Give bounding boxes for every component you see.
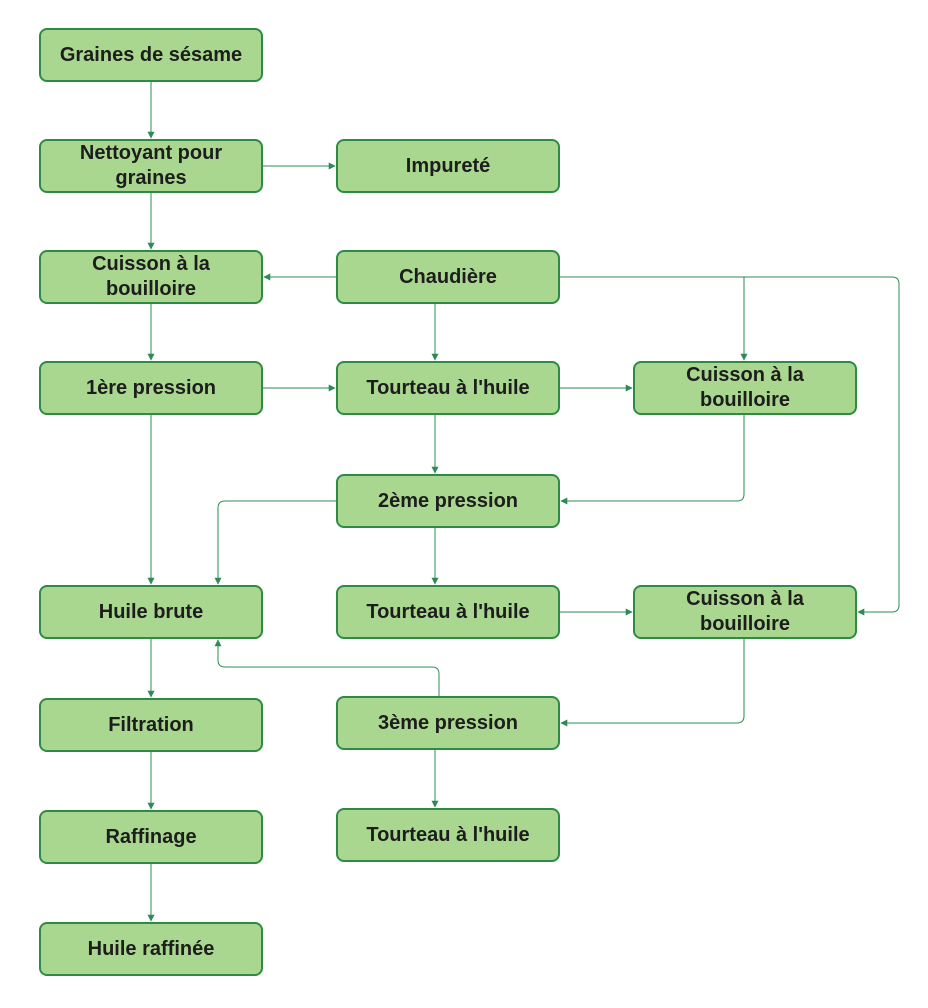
node-huile-raffinee: Huile raffinée bbox=[39, 922, 263, 976]
node-nettoyant-pour-graines: Nettoyant pour graines bbox=[39, 139, 263, 193]
node-cuisson-bouilloire-3: Cuisson à la bouilloire bbox=[633, 585, 857, 639]
node-impurete: Impureté bbox=[336, 139, 560, 193]
node-deuxieme-pression: 2ème pression bbox=[336, 474, 560, 528]
edge-cuisson2-to-pression2 bbox=[560, 415, 745, 505]
node-graines-de-sesame: Graines de sésame bbox=[39, 28, 263, 82]
node-tourteau-huile-3: Tourteau à l'huile bbox=[336, 808, 560, 862]
node-chaudiere: Chaudière bbox=[336, 250, 560, 304]
edge-pression3-to-huile-brute bbox=[214, 639, 440, 696]
node-premiere-pression: 1ère pression bbox=[39, 361, 263, 415]
node-cuisson-bouilloire-1: Cuisson à la bouilloire bbox=[39, 250, 263, 304]
edge-cuisson3-to-pression3 bbox=[560, 639, 745, 727]
node-filtration: Filtration bbox=[39, 698, 263, 752]
edge-chaudiere-to-cuisson3 bbox=[744, 276, 900, 616]
node-raffinage: Raffinage bbox=[39, 810, 263, 864]
node-tourteau-huile-1: Tourteau à l'huile bbox=[336, 361, 560, 415]
edge-pression2-to-huile-brute bbox=[214, 500, 336, 585]
node-tourteau-huile-2: Tourteau à l'huile bbox=[336, 585, 560, 639]
edge-chaudiere-to-cuisson2 bbox=[560, 276, 748, 361]
node-huile-brute: Huile brute bbox=[39, 585, 263, 639]
node-cuisson-bouilloire-2: Cuisson à la bouilloire bbox=[633, 361, 857, 415]
node-troisieme-pression: 3ème pression bbox=[336, 696, 560, 750]
